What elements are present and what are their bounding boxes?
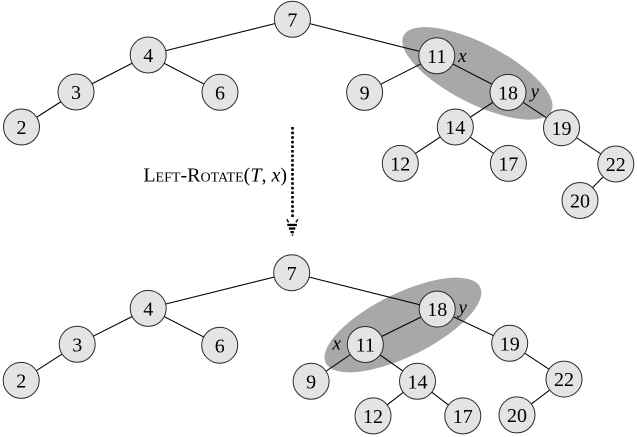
svg-text:y: y <box>529 81 540 102</box>
svg-text:6: 6 <box>215 335 225 357</box>
svg-text:11: 11 <box>356 335 375 357</box>
svg-text:3: 3 <box>72 334 82 356</box>
svg-text:17: 17 <box>453 406 473 428</box>
svg-text:2: 2 <box>17 117 27 139</box>
svg-text:18: 18 <box>498 83 518 105</box>
svg-text:y: y <box>456 298 467 319</box>
svg-text:14: 14 <box>445 117 465 139</box>
svg-text:6: 6 <box>215 82 225 104</box>
svg-text:9: 9 <box>360 83 370 105</box>
svg-text:22: 22 <box>606 154 626 176</box>
svg-text:x: x <box>457 46 467 67</box>
svg-text:19: 19 <box>552 118 572 140</box>
svg-text:19: 19 <box>500 333 520 355</box>
svg-text:4: 4 <box>143 45 153 67</box>
svg-text:14: 14 <box>408 371 428 393</box>
svg-text:18: 18 <box>427 299 447 321</box>
svg-text:12: 12 <box>390 154 410 176</box>
svg-text:9: 9 <box>306 371 316 393</box>
svg-text:2: 2 <box>16 371 26 393</box>
svg-text:7: 7 <box>287 9 297 31</box>
svg-text:12: 12 <box>363 406 383 428</box>
svg-text:3: 3 <box>71 82 81 104</box>
svg-text:LEFT-ROTATE(T, x): LEFT-ROTATE(T, x) <box>143 164 287 186</box>
svg-text:22: 22 <box>554 369 574 391</box>
svg-text:4: 4 <box>143 299 153 321</box>
svg-text:x: x <box>331 334 341 355</box>
svg-text:11: 11 <box>427 46 446 68</box>
svg-text:7: 7 <box>287 263 297 285</box>
svg-text:17: 17 <box>498 154 518 176</box>
svg-text:20: 20 <box>507 405 527 427</box>
svg-text:20: 20 <box>570 191 590 213</box>
